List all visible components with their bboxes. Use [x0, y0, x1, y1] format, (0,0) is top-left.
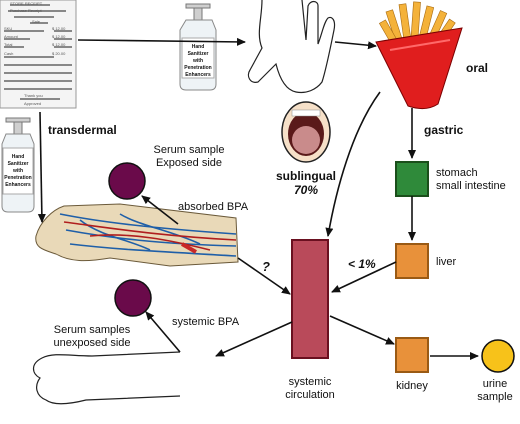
label-gastric: gastric — [424, 123, 464, 137]
receipt-footer-1: Thank you — [24, 93, 43, 98]
receipt-header-2: Purchase Receipt — [10, 8, 42, 13]
hand-outline-icon — [247, 0, 336, 94]
arrow-transdermal — [37, 111, 46, 223]
serum-exposed-circle — [108, 162, 146, 200]
receipt-row-1-value: $ 12.00 — [52, 34, 66, 39]
arrow-liver-to-circulation — [331, 261, 397, 293]
arrow-circulation-to-kidney — [329, 315, 395, 345]
label-small-intestine: small intestine — [436, 180, 506, 192]
label-sublingual: sublingual — [276, 169, 336, 183]
label-systemic: systemic — [288, 376, 332, 388]
label-kidney: kidney — [396, 380, 428, 392]
arrow-absorbed-bpa — [141, 195, 179, 225]
label-urine: urine — [482, 378, 508, 390]
serum-unexposed-circle — [114, 279, 152, 317]
kidney-box — [395, 337, 429, 373]
bottom-arm-outline-icon — [32, 351, 181, 405]
arrow-circulation-to-arm — [215, 321, 293, 357]
receipt-row-0-label: SKU — [4, 26, 13, 31]
label-question-mark: ? — [262, 259, 270, 274]
hand-sanitizer-bottle-top — [179, 3, 217, 91]
arrow-receipt-to-hand — [77, 37, 246, 46]
receipt-header-1: STORE RECEIPT — [10, 1, 43, 6]
left-bottle-label-1: Hand — [11, 154, 25, 160]
open-mouth-icon — [281, 101, 331, 163]
label-unexposed-side: unexposed side — [53, 337, 131, 349]
urine-circle — [481, 339, 515, 373]
receipt-row-3-value: $ 20.00 — [52, 51, 66, 56]
label-absorbed-bpa: absorbed BPA — [178, 201, 249, 213]
french-fries-icon — [375, 1, 463, 110]
systemic-circulation-box — [291, 239, 329, 359]
label-less-than-1pct: < 1% — [348, 257, 376, 271]
top-bottle-label-5: Enhancers — [185, 72, 211, 78]
arm-with-veins-image — [35, 203, 239, 267]
top-bottle-label-3: with — [193, 58, 203, 64]
receipt-row-3-label: Cash — [4, 51, 14, 56]
receipt-footer-2: Approved — [24, 101, 42, 106]
receipt-image — [0, 0, 77, 109]
label-oral: oral — [466, 61, 489, 75]
label-transdermal: transdermal — [48, 123, 117, 137]
left-bottle-label-5: Enhancers — [5, 182, 31, 188]
arrow-systemic-bpa — [145, 311, 181, 353]
arrow-arm-to-circulation — [237, 257, 291, 295]
stomach-box — [395, 161, 429, 197]
liver-box — [395, 243, 429, 279]
label-systemic-bpa: systemic BPA — [172, 316, 240, 328]
label-liver: liver — [436, 256, 457, 268]
left-bottle-label-4: Penetration — [4, 175, 32, 181]
receipt-row-1-label: Amount — [4, 34, 18, 39]
top-bottle-label-4: Penetration — [184, 65, 212, 71]
label-stomach: stomach — [436, 167, 478, 179]
label-serum-exposed: Serum sample — [153, 144, 225, 156]
top-bottle-label-2: Sanitizer — [187, 51, 209, 57]
arrow-hand-to-fries — [334, 41, 377, 50]
top-bottle-label-1: Hand — [191, 44, 205, 50]
left-bottle-label-3: with — [13, 168, 23, 174]
receipt-header-3: Sale — [32, 19, 41, 24]
label-urine-sample: sample — [477, 391, 513, 403]
label-serum-unexposed: Serum samples — [53, 324, 131, 336]
receipt-row-2-label: Total — [4, 42, 13, 47]
left-bottle-label-2: Sanitizer — [7, 161, 29, 167]
arrow-fries-to-circulation — [325, 91, 381, 237]
receipt-row-2-value: $ 12.00 — [52, 42, 66, 47]
receipt-row-0-value: $ 12.00 — [52, 26, 66, 31]
label-sublingual-pct: 70% — [293, 183, 319, 197]
label-exposed-side: Exposed side — [155, 157, 223, 169]
hand-sanitizer-bottle-left — [1, 117, 35, 213]
label-circulation: circulation — [285, 389, 335, 401]
